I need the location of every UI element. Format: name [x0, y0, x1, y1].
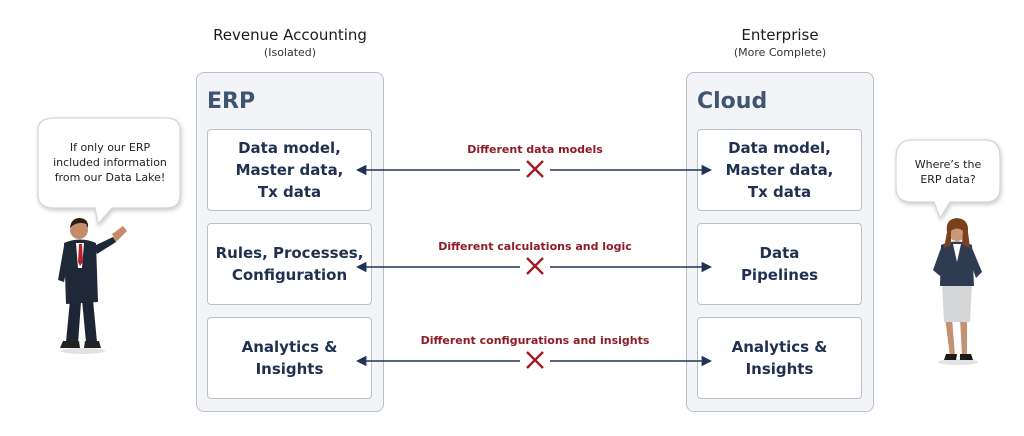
- left-column-subtitle: (Isolated): [263, 46, 317, 59]
- erp-box-analytics: Analytics & Insights: [207, 317, 372, 399]
- x-mark-icon: [526, 351, 544, 369]
- cloud-panel: Cloud Data model, Master data, Tx data D…: [686, 72, 874, 412]
- erp-panel-title: ERP: [207, 89, 256, 114]
- arrow-row-1: [355, 160, 713, 178]
- erp-box-data-model-label: Data model, Master data, Tx data: [235, 139, 344, 201]
- cloud-box-pipelines-label: Data Pipelines: [740, 244, 819, 284]
- cloud-box-data-model-label: Data model, Master data, Tx data: [725, 139, 834, 201]
- right-column-title: Enterprise: [741, 26, 819, 44]
- right-column-subtitle: (More Complete): [733, 46, 827, 59]
- x-mark-icon: [526, 160, 544, 178]
- arrow-row-3: [355, 351, 713, 369]
- x-mark-icon: [526, 257, 544, 275]
- cloud-box-data-model: Data model, Master data, Tx data: [697, 129, 862, 211]
- cloud-panel-title: Cloud: [697, 89, 768, 114]
- connection-label-data-models: Different data models: [467, 143, 603, 156]
- erp-panel: ERP Data model, Master data, Tx data Rul…: [196, 72, 384, 412]
- speech-right-text: Where’s the ERP data?: [914, 158, 982, 186]
- cloud-box-pipelines: Data Pipelines: [697, 223, 862, 305]
- left-column-title: Revenue Accounting: [213, 26, 367, 44]
- connection-label-configurations: Different configurations and insights: [420, 334, 650, 347]
- connection-label-calculations: Different calculations and logic: [438, 240, 632, 253]
- speech-bubble-right: [895, 139, 1001, 220]
- speech-left-text: If only our ERP included information fro…: [53, 141, 167, 184]
- erp-box-rules: Rules, Processes, Configuration: [207, 223, 372, 305]
- arrow-row-2: [355, 257, 713, 275]
- cloud-box-analytics: Analytics & Insights: [697, 317, 862, 399]
- businessman-figure: [58, 218, 127, 354]
- speech-bubble-left: [37, 117, 181, 226]
- businesswoman-figure: [933, 218, 982, 365]
- erp-box-analytics-label: Analytics & Insights: [241, 338, 338, 378]
- cloud-box-analytics-label: Analytics & Insights: [731, 338, 828, 378]
- erp-box-rules-label: Rules, Processes, Configuration: [215, 244, 364, 284]
